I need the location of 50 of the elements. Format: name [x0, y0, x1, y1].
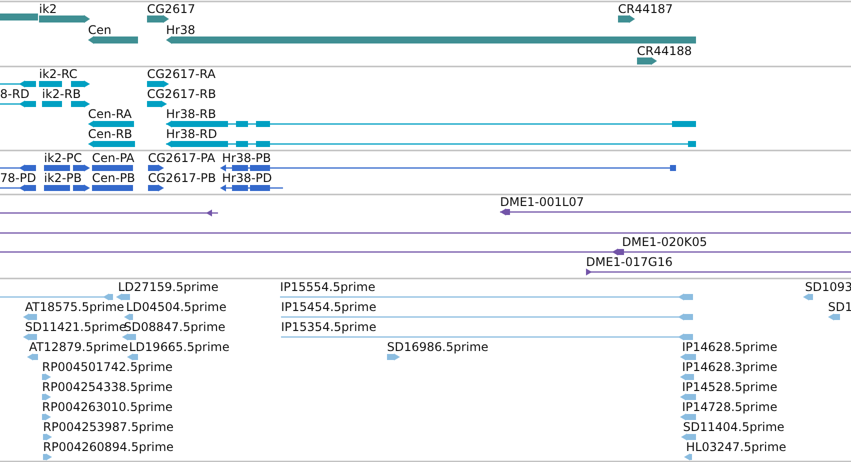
- feature-label: IP15554.5prime: [280, 280, 376, 294]
- feature-label: Cen: [88, 23, 112, 37]
- feature-label: CG2617-PA: [148, 151, 216, 165]
- feature-label: LD27159.5prime: [118, 280, 219, 294]
- feature-label: SD08847.5prime: [124, 320, 226, 334]
- feature-label: RP004260894.5prime: [43, 440, 174, 454]
- feature-label: IP14528.5prime: [682, 380, 778, 394]
- feature-label: Cen-RB: [88, 127, 132, 141]
- feature-label: 78-PD: [0, 171, 36, 185]
- feature-label: ik2-RC: [39, 67, 78, 81]
- feature-label: AT12879.5prime: [29, 340, 128, 354]
- feature-label: LD19665.5prime: [129, 340, 230, 354]
- feature-label: Hr38: [166, 23, 196, 37]
- feature-label: RP004501742.5prime: [42, 360, 173, 374]
- feature-label: DME1-017G16: [586, 255, 673, 269]
- feature-label: Hr38-RB: [166, 107, 216, 121]
- feature-label: LD04504.5prime: [126, 300, 227, 314]
- feature-label: ik2-RB: [42, 87, 81, 101]
- feature-label: 8-RD: [0, 87, 30, 101]
- feature-label: ik2-PC: [44, 151, 82, 165]
- feature-label: Cen-PB: [92, 171, 136, 185]
- feature-label: SD11404.5prime: [683, 420, 784, 434]
- feature-label: CG2617-RA: [147, 67, 216, 81]
- feature-label: CG2617-RB: [147, 87, 216, 101]
- feature-label: RP004263010.5prime: [42, 400, 173, 414]
- feature-label: SD11421.5prime: [25, 320, 126, 334]
- feature-label: SD1: [828, 300, 851, 314]
- feature-label: SD16986.5prime: [387, 340, 488, 354]
- feature-label: HL03247.5prime: [686, 440, 786, 454]
- feature-label: CG2617: [147, 2, 196, 16]
- feature-label: CR44187: [618, 2, 673, 16]
- feature-label: CG2617-PB: [148, 171, 216, 185]
- feature-label: Hr38-PB: [222, 151, 272, 165]
- feature-label: RP004254338.5prime: [42, 380, 173, 394]
- feature-label: RP004253987.5prime: [43, 420, 174, 434]
- feature-label: Cen-RA: [88, 107, 132, 121]
- feature-label: DME1-001L07: [500, 195, 584, 209]
- feature-label: Hr38-PD: [222, 171, 272, 185]
- feature-label: IP14628.5prime: [682, 340, 778, 354]
- feature-label: Hr38-RD: [166, 127, 218, 141]
- feature-label: IP14628.3prime: [682, 360, 778, 374]
- feature-label: AT18575.5prime: [25, 300, 124, 314]
- feature-label: IP14728.5prime: [682, 400, 778, 414]
- feature-label: DME1-020K05: [622, 235, 708, 249]
- feature-label: IP15354.5prime: [281, 320, 376, 334]
- feature-label: CR44188: [637, 44, 692, 58]
- feature-label: IP15454.5prime: [281, 300, 376, 314]
- feature-label: Cen-PA: [92, 151, 134, 165]
- feature-label: ik2-PB: [44, 171, 82, 185]
- feature-label: ik2: [39, 2, 57, 16]
